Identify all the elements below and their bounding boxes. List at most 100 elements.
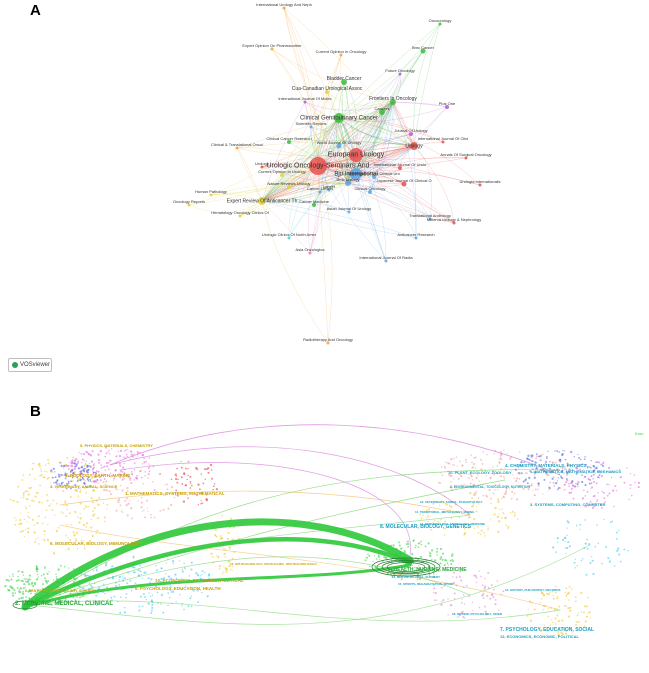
cloud-dot: [579, 458, 582, 461]
cloud-dot: [496, 580, 499, 582]
cloud-dot: [589, 561, 592, 564]
cloud-dot: [124, 499, 127, 502]
cloud-dot: [485, 474, 488, 476]
cloud-dot: [493, 588, 495, 591]
cloud-dot: [215, 555, 218, 557]
cloud-dot: [502, 495, 505, 498]
cloud-dot: [144, 516, 147, 519]
network-edge: [355, 50, 424, 156]
cloud-dot: [144, 471, 146, 473]
cloud-dot: [85, 469, 88, 472]
cloud-dot: [404, 567, 407, 570]
cloud-dot: [119, 476, 122, 479]
journal-label: Scientific Reports: [295, 121, 326, 126]
cloud-dot: [561, 466, 564, 469]
network-edge: [261, 154, 357, 202]
network-edge: [413, 106, 448, 147]
cloud-dot: [573, 485, 576, 488]
cloud-dot: [84, 463, 87, 466]
journal-label: Hematology Oncology Clinics Of: [211, 210, 269, 215]
cloud-dot: [51, 508, 54, 511]
cloud-dot: [567, 591, 570, 594]
cloud-dot: [568, 465, 571, 468]
cloud-dot: [119, 611, 122, 614]
cloud-dot: [603, 518, 605, 521]
network-edge: [304, 101, 357, 175]
cloud-dot: [455, 576, 458, 579]
cloud-dot: [578, 468, 581, 471]
cloud-dot: [477, 525, 479, 528]
cloud-dot: [17, 579, 20, 582]
cloud-dot: [125, 596, 127, 599]
cloud-dot: [62, 464, 66, 468]
cloud-dot: [611, 520, 614, 523]
cloud-dot: [638, 486, 640, 488]
cloud-dot: [606, 494, 609, 497]
cloud-dot: [31, 499, 34, 502]
cloud-dot: [41, 522, 44, 525]
cloud-dot: [196, 589, 199, 592]
cloud-dot: [588, 478, 592, 481]
cloud-dot: [490, 593, 493, 596]
cloud-dot: [525, 471, 527, 474]
cloud-dot: [484, 577, 486, 580]
cloud-dot: [115, 509, 118, 512]
network-edge: [338, 136, 415, 147]
network-edge: [188, 200, 263, 213]
cloud-dot: [232, 538, 235, 541]
cloud-dot: [66, 473, 69, 475]
cloud-dot: [65, 483, 68, 486]
cloud-dot: [88, 582, 91, 584]
cloud-dot: [178, 560, 180, 562]
left-cluster-label: 2. MEDICINE, MEDICAL, CLINICAL: [15, 601, 113, 607]
cloud-dot: [73, 462, 77, 465]
cloud-dot: [432, 522, 435, 524]
cloud-dot: [118, 454, 122, 458]
cloud-dot: [16, 501, 18, 503]
cloud-dot: [64, 477, 67, 480]
cloud-dot: [131, 566, 134, 569]
journal-node: [410, 142, 418, 150]
cloud-dot: [89, 466, 92, 468]
network-edge: [261, 200, 311, 254]
cloud-dot: [149, 595, 152, 597]
cloud-dot: [32, 585, 35, 588]
cloud-dot: [480, 575, 482, 578]
journal-node: [379, 109, 385, 115]
cloud-dot: [100, 466, 103, 469]
journal-label: Expert Opinion On Pharmacother: [242, 43, 302, 48]
cloud-dot: [21, 592, 25, 595]
cloud-dot: [207, 467, 210, 470]
cloud-dot: [590, 466, 592, 469]
journal-node: [350, 168, 362, 180]
cloud-dot: [430, 549, 434, 552]
cloud-dot: [91, 585, 94, 588]
cloud-dot: [46, 499, 49, 502]
cloud-dot: [229, 568, 232, 571]
journal-label: Cancer Medicine: [299, 199, 330, 204]
network-edge: [188, 165, 319, 206]
cloud-dot: [66, 487, 69, 490]
cloud-dot: [182, 500, 186, 503]
journal-label: Journal Of Urology: [394, 128, 427, 133]
cloud-dot: [133, 566, 136, 569]
cloud-dot: [566, 527, 568, 529]
cloud-dot: [38, 464, 41, 468]
cloud-dot: [478, 606, 481, 609]
cloud-dot: [557, 487, 560, 490]
journal-label: Bmc Cancer: [412, 45, 435, 50]
cloud-dot: [596, 524, 598, 526]
cloud-dot: [565, 595, 568, 597]
cloud-dot: [212, 485, 215, 487]
cloud-dot: [145, 460, 148, 463]
right-cluster-label: 13. HISTORY, PHILOSOPHY, RECORDS: [505, 588, 561, 592]
journal-node: [420, 48, 426, 54]
cloud-dot: [80, 470, 83, 473]
cloud-dot: [500, 458, 503, 461]
cloud-dot: [411, 552, 414, 556]
cloud-dot: [51, 486, 53, 488]
cloud-dot: [483, 531, 485, 534]
cloud-dot: [44, 579, 48, 583]
cloud-dot: [225, 571, 228, 574]
cloud-dot: [218, 565, 221, 568]
